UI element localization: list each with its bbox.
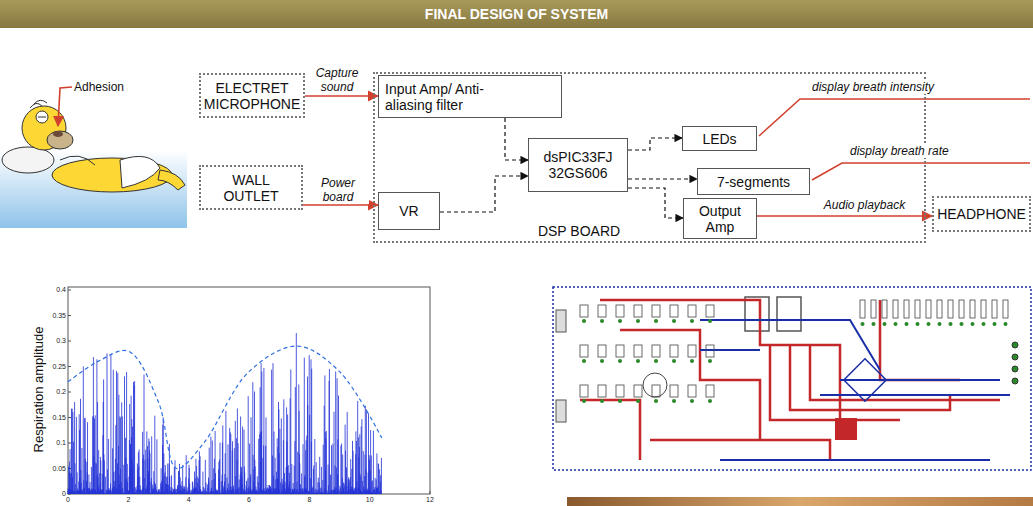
node-label: Output Amp bbox=[690, 203, 750, 235]
tick-label: 4 bbox=[179, 496, 199, 504]
tick-label: 10 bbox=[360, 496, 380, 504]
tick-label: 6 bbox=[239, 496, 259, 504]
internal-arrow bbox=[628, 188, 683, 218]
internal-arrow bbox=[505, 118, 528, 160]
tick-label: 0.15 bbox=[44, 414, 66, 422]
signal-arrow bbox=[305, 95, 378, 97]
output-label: display breath rate bbox=[850, 144, 1010, 158]
node-label: dsPIC33FJ 32GS606 bbox=[534, 149, 622, 181]
title-band: FINAL DESIGN OF SYSTEM bbox=[0, 0, 1033, 28]
tick-label: 0.1 bbox=[44, 439, 66, 447]
edge-label: Power board bbox=[307, 176, 369, 204]
node-label: HEADPHONE bbox=[937, 206, 1026, 222]
tick-label: 0.05 bbox=[44, 465, 66, 473]
axis-title: Respiration amplitude bbox=[31, 310, 46, 470]
tick-label: 0.3 bbox=[44, 337, 66, 345]
node-label: WALL OUTLET bbox=[205, 172, 297, 204]
signal-arrow bbox=[303, 204, 378, 206]
chart bbox=[68, 287, 430, 494]
microphone-box: ELECTRET MICROPHONE bbox=[199, 73, 305, 118]
node-label: DSP BOARD bbox=[525, 223, 633, 239]
process-box: 7-segments bbox=[697, 168, 810, 195]
photo-strip bbox=[567, 497, 1033, 506]
output-line bbox=[759, 99, 1030, 136]
title: FINAL DESIGN OF SYSTEM bbox=[425, 6, 608, 22]
internal-arrow bbox=[628, 178, 697, 179]
mcu-box: dsPIC33FJ 32GS606 bbox=[528, 138, 628, 192]
internal-arrow bbox=[440, 176, 528, 212]
process-box: Input Amp/ Anti-aliasing filter bbox=[378, 75, 562, 118]
signal-arrow bbox=[757, 215, 932, 217]
node-label: ELECTRET MICROPHONE bbox=[204, 80, 300, 112]
power-box: WALL OUTLET bbox=[199, 165, 303, 210]
tick-label: 0 bbox=[44, 490, 66, 498]
pcb-layout bbox=[553, 287, 1031, 470]
dsp-board: DSP BOARD Input Amp/ Anti-aliasing filter… bbox=[373, 72, 926, 243]
process-box: LEDs bbox=[682, 126, 757, 151]
node-label: LEDs bbox=[702, 131, 736, 147]
tick-label: 0.25 bbox=[44, 363, 66, 371]
process-box: Output Amp bbox=[683, 198, 757, 239]
tick-label: 8 bbox=[299, 496, 319, 504]
node-label: Input Amp/ Anti-aliasing filter bbox=[385, 81, 525, 113]
edge-label: Capture sound bbox=[306, 66, 368, 94]
tick-label: 12 bbox=[420, 496, 440, 504]
process-box: VR bbox=[378, 192, 440, 230]
output-line bbox=[812, 163, 1030, 180]
tick-label: 0.35 bbox=[44, 312, 66, 320]
tick-label: 0 bbox=[58, 496, 78, 504]
tick-label: 0.4 bbox=[44, 286, 66, 294]
node-label: VR bbox=[399, 203, 418, 219]
sleeping-figure bbox=[0, 100, 187, 228]
output-box: HEADPHONE bbox=[932, 196, 1031, 232]
tick-label: 0.2 bbox=[44, 388, 66, 396]
node-label: 7-segments bbox=[717, 174, 790, 190]
tick-label: 2 bbox=[118, 496, 138, 504]
edge-label: Audio playback bbox=[812, 198, 917, 212]
callout-label: Adhesion bbox=[74, 80, 134, 94]
internal-arrow bbox=[628, 138, 682, 150]
leader-line bbox=[58, 87, 72, 126]
output-label: display breath intensity bbox=[812, 80, 1012, 94]
